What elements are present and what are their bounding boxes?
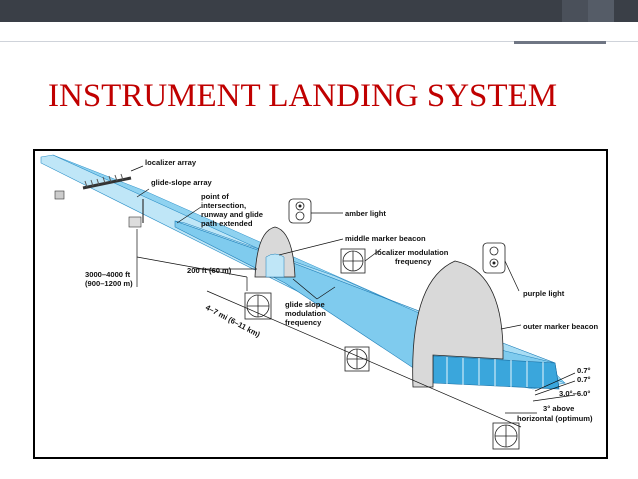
purple-light-indicator (482, 242, 506, 274)
ils-diagram: localizer array glide-slope array point … (33, 149, 608, 459)
shelter-icon (54, 190, 65, 200)
leader-lines (130, 165, 522, 330)
beam-end-face-stripes (446, 357, 544, 388)
ils-diagram-svg: localizer array glide-slope array point … (40, 154, 598, 450)
cdi-indicator-bottom (492, 422, 520, 450)
label-angle-3-above: 3° above horizontal (optimum) (517, 404, 593, 423)
label-purple-light: purple light (523, 289, 565, 298)
label-glide-slope-array: glide-slope array (151, 178, 213, 187)
header-accent (514, 41, 606, 44)
label-localizer-modulation-frequency: localizer modulation frequency (375, 248, 451, 266)
middle-marker-dome (254, 226, 296, 278)
header-square (588, 0, 614, 22)
label-localizer-array: localizer array (145, 158, 197, 167)
cdi-indicator-left (244, 292, 272, 320)
label-angle-3-6: 3.0°–6.0° (559, 389, 590, 398)
slide-header-bar (0, 0, 638, 22)
label-glide-slope-modulation-frequency: glide slope modulation frequency (285, 300, 328, 327)
label-point-of-intersection: point of intersection, runway and glide … (201, 192, 265, 228)
header-square (562, 0, 588, 22)
glide-slope-array-icon (128, 199, 144, 228)
label-outer-marker-beacon: outer marker beacon (523, 322, 598, 331)
label-amber-light: amber light (345, 209, 386, 218)
outer-marker-dome (412, 260, 504, 388)
label-angle-07-b: 0.7° (577, 375, 591, 384)
slide-title: INSTRUMENT LANDING SYSTEM (48, 78, 558, 114)
header-square (614, 0, 638, 22)
label-distance-200: 200 ft (60 m) (187, 266, 232, 275)
cdi-indicator-middle (340, 248, 366, 274)
dimension-lines (136, 229, 576, 428)
amber-light-indicator (288, 198, 312, 224)
label-distance-3000-4000: 3000–4000 ft (900–1200 m) (85, 270, 133, 288)
label-angle-07-a: 0.7° (577, 366, 591, 375)
localizer-array-icon (82, 173, 132, 190)
cdi-indicator-glide (344, 346, 370, 372)
label-middle-marker-beacon: middle marker beacon (345, 234, 426, 243)
header-divider (0, 41, 638, 42)
